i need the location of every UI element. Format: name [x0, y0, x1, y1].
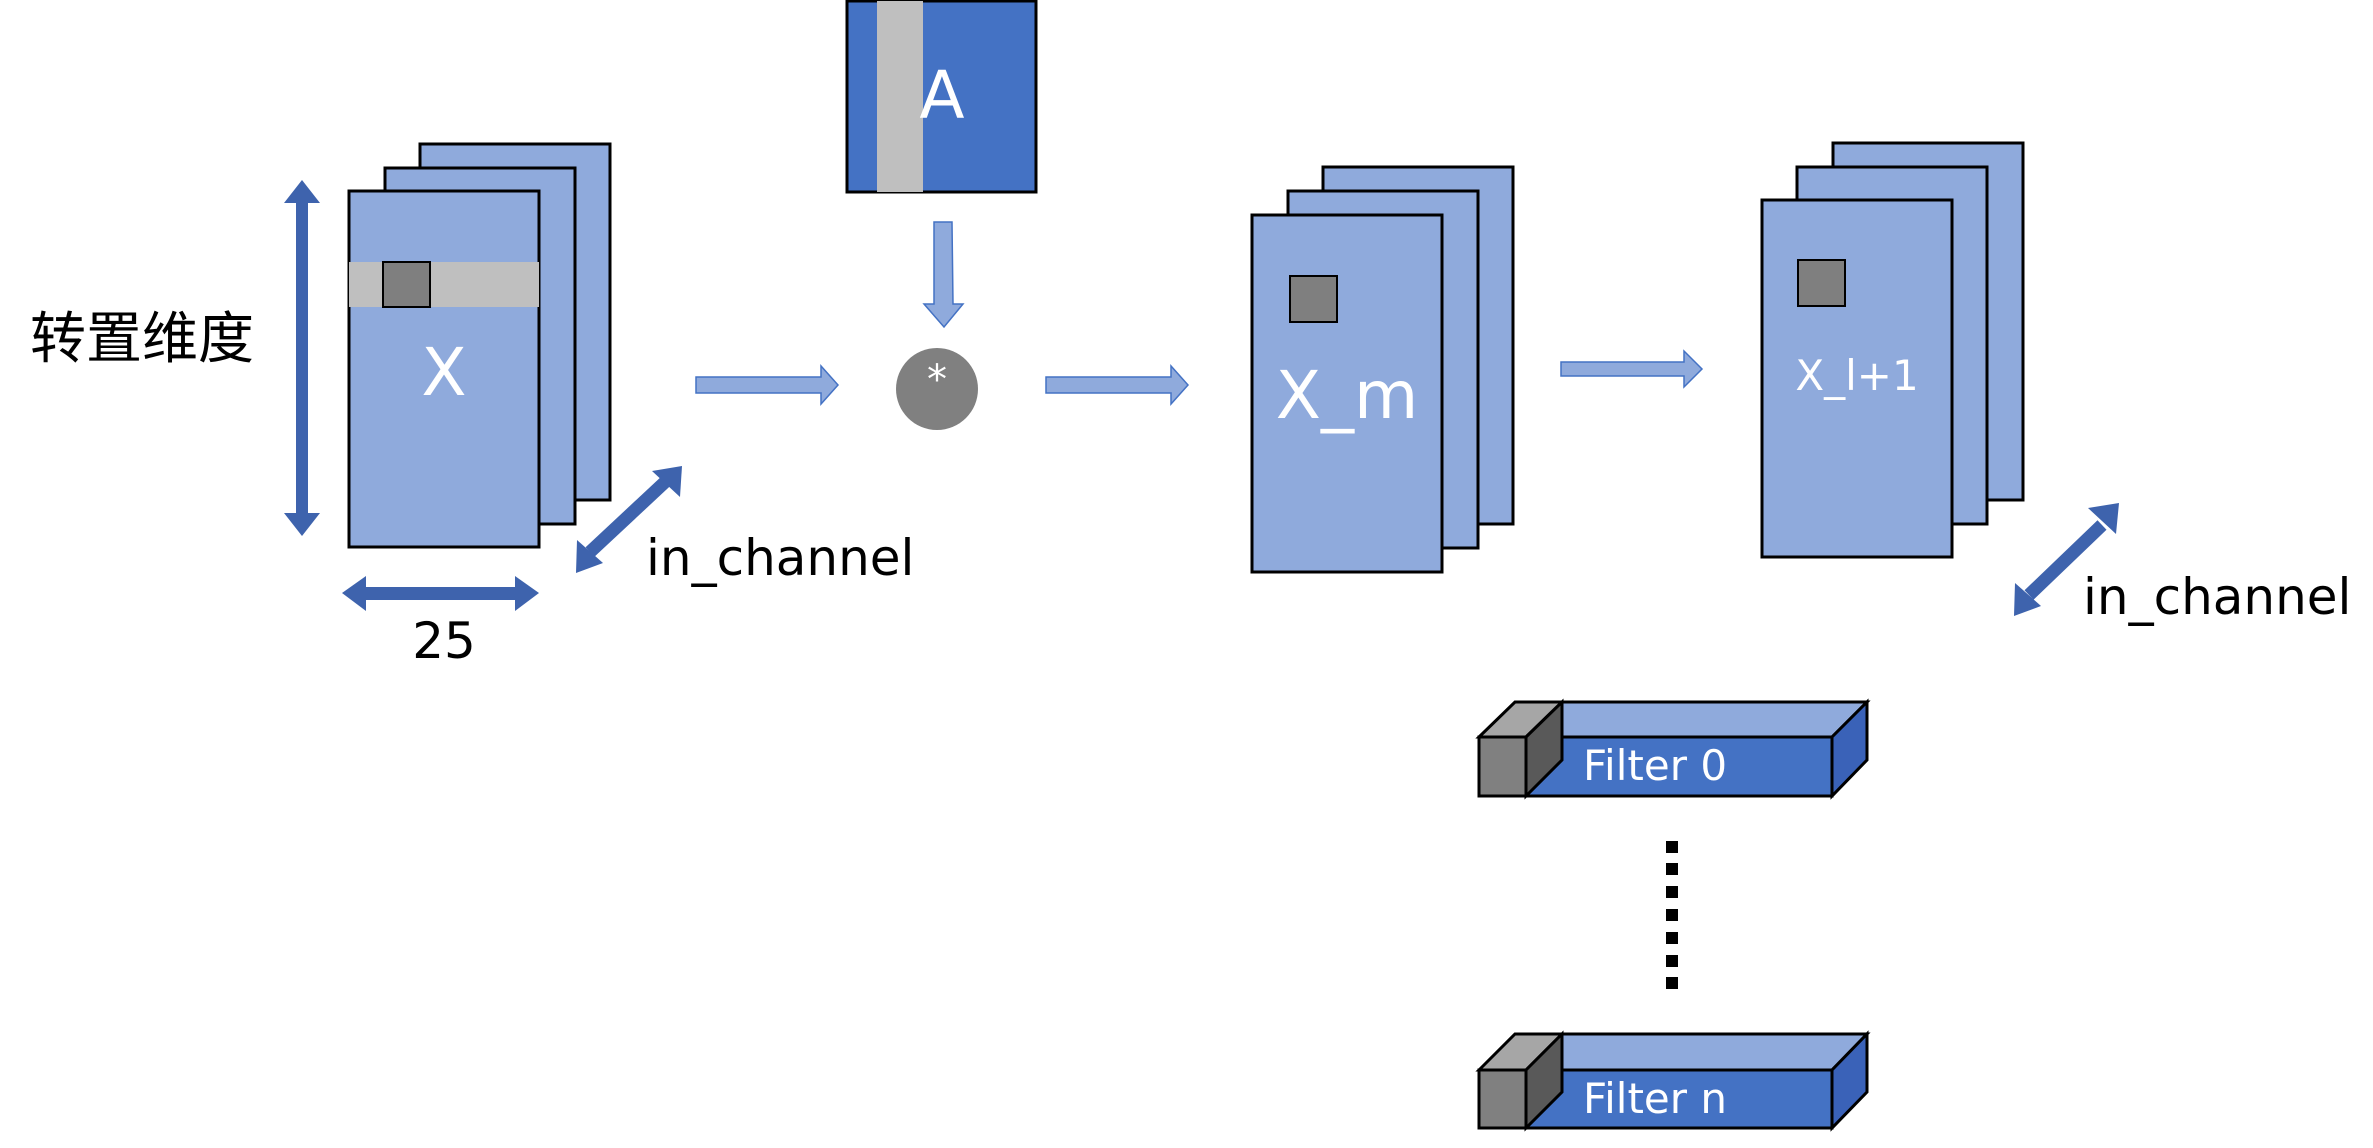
input-focus-cell	[382, 261, 431, 308]
filter-last-cell-front	[1477, 1068, 1528, 1130]
output-label: X_l+1	[1795, 351, 1918, 400]
output-focus-cell	[1797, 259, 1846, 307]
intermediate-focus-cell	[1289, 275, 1338, 323]
intermediate-tensor-stack: X_m	[1250, 165, 1515, 574]
width-dimension-label: 25	[412, 612, 476, 670]
in-channel-arrow-right	[2014, 503, 2119, 616]
input-tensor-stack: X	[347, 142, 612, 549]
arrow-operator-to-xm	[1045, 364, 1190, 406]
filter-first	[1475, 698, 1871, 800]
operator-node: *	[896, 348, 978, 430]
filter-first-label: Filter 0	[1583, 741, 1727, 790]
input-highlight-row	[349, 262, 539, 307]
input-tensor-label: X	[421, 334, 466, 411]
intermediate-sheet-front	[1250, 213, 1444, 574]
filter-last	[1475, 1030, 1871, 1132]
in-channel-arrow-left	[576, 466, 682, 573]
in-channel-label-right: in_channel	[2083, 568, 2351, 626]
in-channel-label-left: in_channel	[646, 529, 914, 587]
transpose-dimension-label: 转置维度	[30, 307, 254, 372]
arrow-a-to-operator	[922, 221, 965, 329]
arrow-x-to-operator	[695, 364, 840, 406]
filter-last-label: Filter n	[1583, 1074, 1727, 1123]
input-sheet-front	[347, 189, 541, 549]
adjacency-matrix: A	[845, 0, 1038, 194]
adjacency-label: A	[919, 57, 964, 134]
output-sheet-front	[1760, 198, 1954, 559]
arrow-xm-to-output	[1560, 349, 1704, 389]
filter-ellipsis	[1666, 841, 1678, 989]
width-dimension-arrow	[342, 576, 539, 611]
operator-circle	[896, 348, 978, 430]
filter-last-top	[1522, 1032, 1871, 1072]
filter-first-cell-front	[1477, 735, 1528, 798]
intermediate-label: X_m	[1276, 357, 1419, 434]
operator-label: *	[927, 357, 947, 403]
adjacency-highlight-column	[877, 1, 923, 192]
filter-last-front	[1524, 1068, 1834, 1130]
transpose-dimension-arrow	[284, 180, 320, 536]
filter-first-top	[1522, 700, 1871, 739]
output-tensor-stack: X_l+1	[1760, 141, 2025, 559]
